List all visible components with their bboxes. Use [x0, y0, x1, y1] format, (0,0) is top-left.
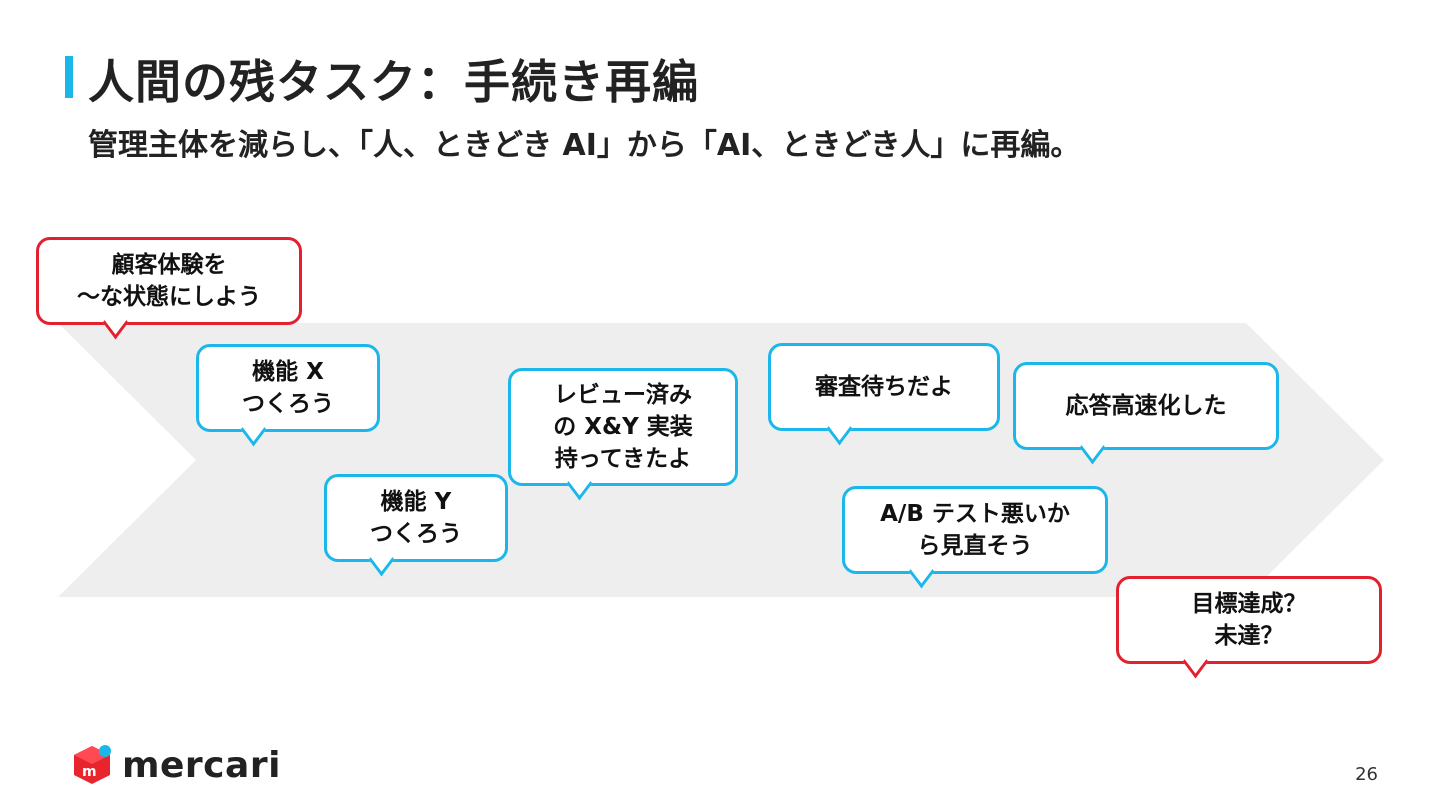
page-title: 人間の残タスク：手続き再編 [88, 55, 699, 109]
feature-y-text: 機能 Y つくろう [370, 489, 462, 547]
svg-text:m: m [82, 764, 97, 780]
feature-y-bubble: 機能 Y つくろう [324, 474, 508, 577]
page-number: 26 [1355, 764, 1378, 785]
feature-x-bubble: 機能 X つくろう [196, 344, 380, 447]
page-subtitle: 管理主体を減らし、「人、ときどき AI」から「AI、ときどき人」に再編。 [88, 128, 1081, 163]
customer-goal-bubble: 顧客体験を 〜な状態にしよう [36, 237, 302, 340]
logo-text: mercari [122, 744, 281, 786]
review-text: レビュー済み の X&Y 実装 持ってきたよ [553, 382, 693, 472]
title-accent-bar [65, 56, 73, 98]
ab-test-text: A/B テスト悪いか ら見直そう [880, 501, 1070, 559]
review-bubble: レビュー済み の X&Y 実装 持ってきたよ [508, 368, 738, 501]
waiting-bubble: 審査待ちだよ [768, 343, 1000, 446]
feature-x-text: 機能 X つくろう [242, 359, 334, 417]
customer-goal-text: 顧客体験を 〜な状態にしよう [77, 252, 261, 310]
ab-test-bubble: A/B テスト悪いか ら見直そう [842, 486, 1108, 589]
mercari-logo: m mercari [70, 742, 281, 788]
waiting-text: 審査待ちだよ [815, 374, 953, 400]
goal-check-bubble: 目標達成？ 未達？ [1116, 576, 1382, 679]
mercari-box-icon: m [74, 745, 111, 784]
goal-check-text: 目標達成？ 未達？ [1191, 591, 1307, 649]
speedup-bubble: 応答高速化した [1013, 362, 1279, 465]
speedup-text: 応答高速化した [1065, 393, 1227, 419]
